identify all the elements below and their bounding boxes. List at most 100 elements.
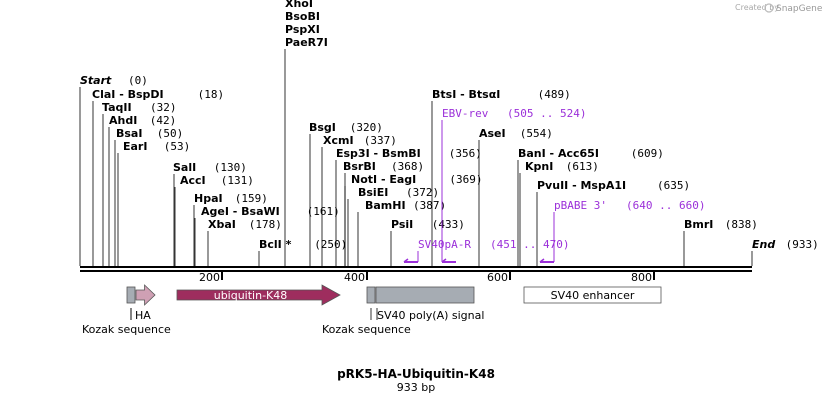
primer-annotations: EBV-rev(505 .. 524)SV40pA-R(451 .. 470)p… (403, 107, 705, 263)
site-name: BsiEI (358, 186, 388, 199)
enzyme-sites: Start (0)ClaI - BspDI(18)TaqII (32) AhdI (42… (80, 0, 819, 251)
ruler-label: 400 (344, 271, 365, 284)
site-name: BamHI (365, 199, 406, 212)
site-position: (178) (249, 218, 282, 231)
site-position: (635) (657, 179, 690, 192)
site-bani: BanI - Acc65I(609) (518, 147, 664, 160)
primer-arrowhead (441, 258, 447, 263)
position-ruler: 200 400 600 800 (199, 271, 655, 284)
site-name: BtsI - BtsαI (432, 88, 500, 101)
site-position: (130) (214, 161, 247, 174)
primer-range: (451 .. 470) (490, 238, 569, 251)
primer-arrowhead (539, 258, 545, 263)
primer-sv40pa-r: SV40pA-R (451 .. 470) (403, 238, 569, 263)
site-position: (42) (150, 114, 177, 127)
site-btsi: BtsI - BtsαI(489) (432, 88, 571, 101)
site-clai: ClaI - BspDI(18) (92, 88, 224, 101)
site-acci: AccI(131) (180, 174, 254, 187)
site-bsai: BsaI (50) (116, 127, 183, 140)
sequence-backbone (80, 266, 752, 272)
feature-label: Kozak sequence (322, 323, 411, 336)
site-position: (50) (157, 127, 184, 140)
site-position: (337) (364, 134, 397, 147)
site-name: End (752, 238, 775, 251)
site-hpai: HpaI (159) (194, 192, 268, 205)
site-name: XbaI (208, 218, 236, 231)
site-position: (0) (128, 74, 148, 87)
site-noti: NotI - EagI(369) (351, 173, 483, 186)
primer-ebv-rev: EBV-rev(505 .. 524) (441, 107, 586, 263)
site-position: (159) (235, 192, 268, 205)
site-name: BsrBI (343, 160, 376, 173)
feature-label: HA (135, 309, 151, 322)
site-name: AseI (479, 127, 506, 140)
site-name: XhoI (285, 0, 313, 10)
primer-name: SV40pA-R (418, 238, 471, 251)
credit-prefix: Created by (735, 3, 779, 12)
site-agei: AgeI - BsaWI(161) (201, 205, 340, 218)
site-name: XcmI (323, 134, 354, 147)
site-name: PvuII - MspA1I (537, 179, 626, 192)
site-position: (250) (314, 238, 347, 251)
primer-range: (640 .. 660) (626, 199, 705, 212)
site-start: Start (0) (80, 74, 148, 87)
site-name: TaqII (102, 101, 132, 114)
site-name: BsgI (309, 121, 336, 134)
site-name: BclI * (259, 238, 292, 251)
site-name: HpaI (194, 192, 223, 205)
site-position: (838) (725, 218, 758, 231)
site-end: End(933) (752, 238, 819, 251)
site-name: ClaI - BspDI (92, 88, 164, 101)
site-position: (320) (350, 121, 383, 134)
primer-arrowhead (403, 258, 409, 263)
site-position: (368) (391, 160, 424, 173)
snapgene-logo-icon (764, 3, 774, 13)
primer-name: pBABE 3' (554, 199, 607, 212)
site-avai: AvaI(284)SmlIXhoIBsoBIPspXIPaeR7I (285, 0, 328, 49)
feature-shape (126, 286, 136, 304)
site-taqii: TaqII (32) (102, 101, 177, 114)
feature-sv40enh: SV40 enhancer (523, 286, 662, 304)
feature-sv40polya: SV40 poly(A) signal (375, 286, 484, 322)
site-xbai: XbaI (178) (208, 218, 282, 231)
site-name: BsoBI (285, 10, 320, 23)
site-name: Start (80, 74, 112, 87)
primer-pbabe-3: pBABE 3' (640 .. 660) (539, 199, 705, 263)
primer-range: (505 .. 524) (507, 107, 586, 120)
feature-shape (523, 286, 662, 304)
feature-label: SV40 enhancer (551, 289, 635, 302)
site-name: PspXI (285, 23, 320, 36)
feature-shape (375, 286, 475, 304)
ruler-label: 200 (199, 271, 220, 284)
site-xcmi: XcmI (337) (323, 134, 397, 147)
site-position: (372) (406, 186, 439, 199)
site-bsrbi: BsrBI (368) (343, 160, 424, 173)
site-bamhi: BamHI (387) (365, 199, 446, 212)
site-position: (356) (449, 147, 482, 160)
site-name: PsiI (391, 218, 413, 231)
ruler-label: 800 (631, 271, 652, 284)
site-position: (32) (150, 101, 177, 114)
feature-ha: HA (130, 284, 156, 322)
plasmid-length: 933 bp (397, 381, 435, 394)
site-asei: AseI (554) (479, 127, 553, 140)
site-position: (554) (520, 127, 553, 140)
site-name: AhdI (109, 114, 137, 127)
site-position: (433) (432, 218, 465, 231)
site-kpni: KpnI(613) (525, 160, 599, 173)
feature-ubiquitin: ubiquitin-K48 (176, 284, 341, 306)
site-name: BmrI (684, 218, 713, 231)
site-lines (79, 49, 753, 266)
site-name: BsaI (116, 127, 142, 140)
site-name: BanI - Acc65I (518, 147, 599, 160)
site-pvuii: PvuII - MspA1I (635) (537, 179, 690, 192)
site-ahdi: AhdI (42) (109, 114, 176, 127)
feature-label: ubiquitin-K48 (214, 289, 288, 302)
site-name: NotI - EagI (351, 173, 416, 186)
ruler-label: 600 (487, 271, 508, 284)
site-position: (387) (413, 199, 446, 212)
site-name: SalI (173, 161, 196, 174)
feature-label: SV40 poly(A) signal (377, 309, 484, 322)
